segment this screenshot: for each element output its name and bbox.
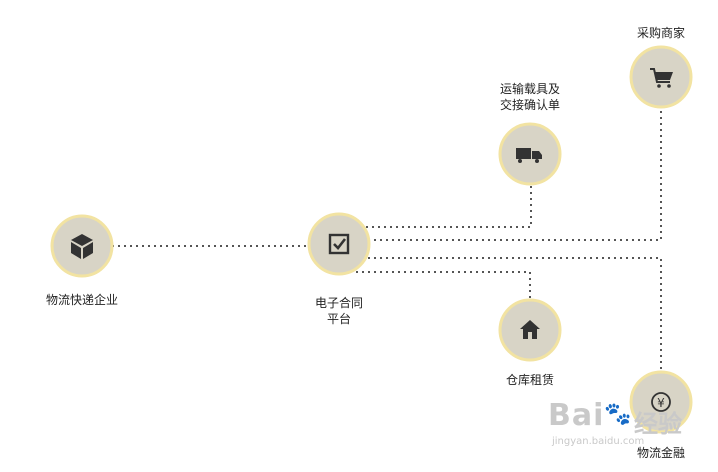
- node-logistics-company: [50, 214, 114, 278]
- label-econtract-platform-line-1: 电子合同: [314, 296, 363, 310]
- node-logistics-finance-circle: [629, 370, 693, 434]
- label-transport-vehicle: 运输载具及 交接确认单: [480, 81, 580, 113]
- label-warehouse-lease-text: 仓库租赁: [505, 373, 554, 387]
- watermark-url: jingyan.baidu.com: [552, 436, 645, 447]
- connector-platform-to-warehouse: [356, 271, 531, 300]
- node-logistics-finance: ¥: [629, 370, 693, 434]
- connector-platform-to-purchasing: [368, 106, 662, 241]
- house-icon: [520, 320, 540, 339]
- label-warehouse-lease: 仓库租赁: [490, 372, 570, 388]
- label-logistics-finance: 物流金融: [621, 445, 701, 461]
- node-econtract-platform-circle: [307, 212, 371, 276]
- watermark-paw-icon: 🐾: [604, 402, 632, 427]
- checkbox-icon: [328, 233, 350, 255]
- yen-coin-icon: ¥: [651, 392, 671, 412]
- label-logistics-finance-text: 物流金融: [636, 446, 685, 460]
- svg-text:¥: ¥: [657, 396, 665, 410]
- label-logistics-company: 物流快递企业: [30, 292, 134, 308]
- label-logistics-company-text: 物流快递企业: [45, 293, 118, 307]
- watermark-product: 经验: [634, 410, 682, 438]
- label-purchasing-merchant-text: 采购商家: [636, 26, 685, 40]
- watermark-brand: Bai: [548, 398, 605, 433]
- label-purchasing-merchant: 采购商家: [621, 25, 701, 41]
- node-warehouse-lease: [498, 298, 562, 362]
- connectors: [112, 106, 662, 372]
- connector-platform-to-transport: [366, 184, 532, 228]
- label-econtract-platform-line-2: 平台: [326, 312, 351, 326]
- node-transport-vehicle: [498, 122, 562, 186]
- shopping-cart-icon: [650, 68, 673, 88]
- label-transport-vehicle-line-2: 交接确认单: [499, 98, 560, 112]
- cube-icon: [71, 234, 93, 259]
- connector-platform-to-finance: [368, 257, 662, 372]
- truck-icon: [516, 148, 542, 163]
- label-econtract-platform: 电子合同 平台: [299, 295, 379, 327]
- node-purchasing-merchant: [629, 45, 693, 109]
- node-econtract-platform: [307, 212, 371, 276]
- label-transport-vehicle-line-1: 运输载具及: [499, 82, 560, 96]
